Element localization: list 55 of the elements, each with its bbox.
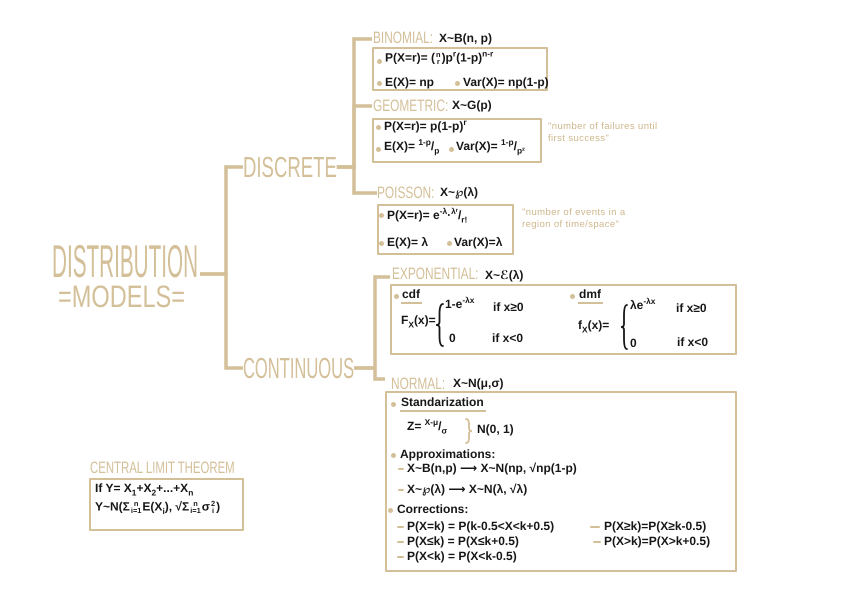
formula: P(X≤k) = P(X≤k+0.5) bbox=[407, 535, 519, 549]
bracket-connector bbox=[336, 165, 377, 195]
subheading: cdf bbox=[401, 288, 422, 304]
branch-label: CONTINUOUS bbox=[243, 355, 354, 384]
formula: X~B(n,p) ⟶ X~N(np, √np(1-p) bbox=[407, 462, 577, 476]
formula: 1-e$^{-λx}$ bbox=[445, 298, 474, 312]
formula: Var(X)= np(1-p) bbox=[463, 76, 549, 90]
formula: P(X=r)= e$^{-λ}$·$^{λʳ}$/$_{r!}$ bbox=[387, 209, 468, 223]
formula: Corrections: bbox=[397, 503, 468, 517]
formula: P(X>k)=P(X>k+0.5) bbox=[604, 535, 710, 549]
distribution-notation: X~ℰ(λ) bbox=[485, 269, 524, 283]
formula: E(X)= λ bbox=[387, 236, 428, 250]
branch-label: DISCRETE bbox=[243, 154, 337, 183]
formula: Z= $^{X-μ}$/$_{σ}$ bbox=[407, 420, 448, 434]
formula: 0 bbox=[449, 332, 456, 346]
formula: f$_{X}$(x)= bbox=[578, 319, 610, 333]
formula: X~℘(λ) ⟶ X~N(λ, √λ) bbox=[407, 483, 528, 497]
formula: λe$^{-λx}$ bbox=[630, 299, 656, 313]
subheading: Standarization bbox=[400, 396, 486, 412]
formula: if x<0 bbox=[677, 336, 708, 350]
formula: Var(X)=λ bbox=[454, 236, 502, 250]
topic-subtitle: =MODELS= bbox=[58, 281, 186, 312]
bracket-connector bbox=[200, 272, 243, 370]
subheading: dmf bbox=[578, 288, 603, 304]
formula: F$_{X}$(x)= bbox=[401, 314, 436, 328]
section-heading: POISSON: bbox=[377, 185, 434, 202]
formula: N(0, 1) bbox=[477, 423, 514, 437]
formula: E(X)= $^{1-p}$/$_{p}$ bbox=[384, 140, 440, 154]
formula: if x≥0 bbox=[676, 302, 707, 316]
note-text: "number of failures until first success" bbox=[548, 121, 658, 146]
distribution-notation: X~℘(λ) bbox=[440, 186, 478, 200]
formula: Y~N(Σ$^{n}$$_{i=1}$E(X$_{i}$), √Σ$^{n}$$_{i=1}$σ$_{i}$$^{2}$) bbox=[95, 500, 220, 515]
formula: E(X)= np bbox=[385, 76, 434, 90]
formula: 0 bbox=[630, 337, 637, 351]
topic-title: DISTRIBUTION bbox=[52, 238, 198, 284]
section-heading: CENTRAL LIMIT THEOREM bbox=[90, 460, 235, 476]
distribution-notation: X~G(p) bbox=[452, 99, 492, 113]
formula: P(X=r)= p(1-p)$^{r}$ bbox=[384, 120, 467, 134]
formula: Approximations: bbox=[400, 448, 496, 462]
formula: If Y= X$_{1}$+X$_{2}$+...+X$_{n}$ bbox=[95, 482, 194, 496]
section-heading: GEOMETRIC: bbox=[373, 98, 448, 114]
section-heading: BINOMIAL: bbox=[373, 30, 434, 46]
distribution-notation: X~B(n, p) bbox=[439, 32, 492, 46]
note-text: "number of events in a region of time/space" bbox=[522, 207, 627, 232]
formula: P(X≥k)=P(X≥k-0.5) bbox=[604, 520, 706, 534]
section-heading: EXPONENTIAL: bbox=[392, 266, 478, 282]
formula: if x<0 bbox=[492, 332, 524, 346]
bracket-connector bbox=[354, 366, 385, 381]
formula: Var(X)= $^{1-p}$/$_{p²}$ bbox=[456, 140, 525, 154]
formula: P(X=k) = P(k-0.5<X<k+0.5) bbox=[407, 520, 554, 534]
formula: P(X<k) = P(X<k-0.5) bbox=[407, 550, 517, 564]
section-heading: NORMAL: bbox=[391, 376, 446, 392]
formula: if x≥0 bbox=[493, 301, 524, 315]
distribution-notation: X~N(μ,σ) bbox=[453, 377, 504, 391]
formula: P(X=r)= ($^{n}$$_{r}$)p$^{r}$(1-p)$^{n-r}$ bbox=[385, 51, 494, 66]
